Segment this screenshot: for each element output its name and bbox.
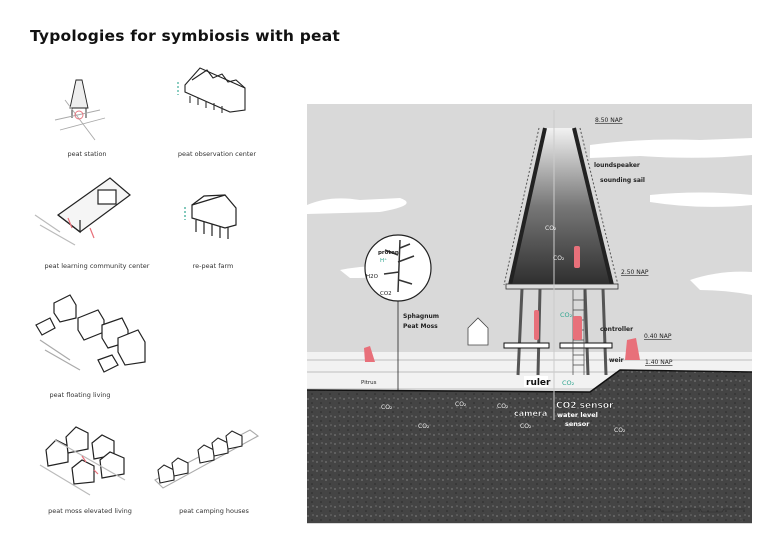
soil-co2-label: CO₂ [497, 403, 509, 410]
tower-co2-label: CO₂ [545, 225, 557, 232]
elevated-houses-icon [39, 426, 126, 496]
typology-label: peat station [67, 150, 107, 158]
tower [503, 110, 619, 420]
co2-gas-label: CO₂ [560, 311, 573, 319]
typology-sketches [34, 67, 260, 496]
level-label: 0.40 NAP [644, 333, 672, 340]
sphagnum-moss-callout [364, 234, 432, 390]
pitrus-label: Pitrus [361, 380, 377, 386]
sawtooth-roof-building-icon [177, 67, 246, 113]
level-label: 1.40 NAP [645, 359, 673, 366]
sounding-sail-label: sounding sail [600, 177, 645, 184]
soil-co2-label: CO₂ [455, 401, 467, 408]
controller-label: controller [600, 326, 633, 333]
ruler-label: ruler [526, 378, 551, 388]
soil-co2-label: CO₂ [614, 427, 626, 434]
typology-label: peat observation center [177, 150, 257, 158]
page-title: Typologies for symbiosis with peat [30, 27, 340, 45]
typology-label: peat camping houses [179, 507, 249, 515]
soil [307, 370, 752, 523]
weir-label: weir [609, 357, 624, 364]
co2-label: CO2 [380, 291, 392, 297]
soil-co2-label: CO₂ [381, 404, 393, 411]
tower-co2-label: CO₂ [553, 255, 565, 262]
house-cluster-icon [35, 294, 146, 373]
h2o-label: H2O [366, 274, 379, 280]
water-level-label: water level [557, 411, 598, 419]
clouds [307, 138, 752, 295]
typology-label: peat learning community center [44, 262, 150, 270]
gable-hall-icon [34, 177, 131, 246]
soil-co2-label: CO₂ [520, 423, 532, 430]
sphagnum-label: Sphagnum [403, 313, 439, 320]
scale-label: 1 [660, 518, 663, 524]
sensor-label: sensor [565, 420, 590, 428]
tower-icon [54, 79, 106, 141]
soil-co2-label: CO₂ [418, 423, 430, 430]
typology-label: re-peat farm [192, 262, 234, 270]
cabin-row-icon [154, 429, 260, 489]
house-silhouette [467, 317, 489, 346]
level-label: 8.50 NAP [595, 117, 623, 124]
scale-label: 5 [740, 518, 743, 524]
co2-gas-label: CO₂ [562, 379, 575, 387]
barn-icon [184, 194, 237, 239]
scale-label: 0 [640, 518, 643, 524]
co2-sensor-label: CO2 sensor [556, 401, 614, 411]
scale-bar [640, 508, 745, 513]
level-label: 2.50 NAP [621, 269, 649, 276]
typology-label: peat floating living [49, 391, 111, 399]
h-plus-label: H⁺ [380, 257, 387, 264]
people [364, 246, 640, 362]
camera-label: camera [514, 409, 547, 418]
loudspeaker-label: loundspeaker [594, 162, 640, 169]
typology-label: peat moss elevated living [48, 507, 132, 515]
proton-label: proton [378, 250, 399, 256]
peat-moss-label: Peat Moss [403, 323, 438, 330]
